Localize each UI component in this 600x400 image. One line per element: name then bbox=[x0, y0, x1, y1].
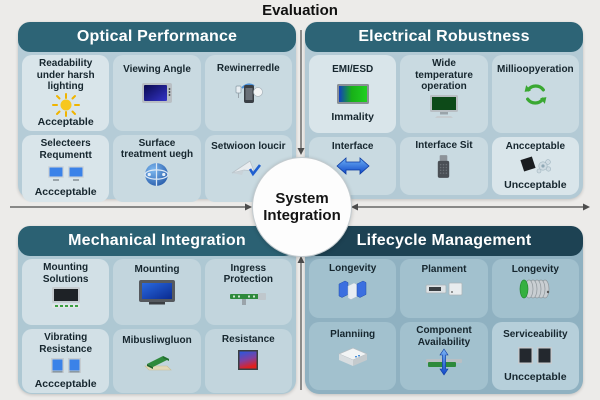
card-readability: Readability under harsh lighting Accepta… bbox=[22, 55, 110, 131]
card-surface-treatment: Surface treatment uegh bbox=[113, 134, 201, 202]
emi-screen-icon bbox=[335, 82, 371, 106]
card-title: Planment bbox=[421, 263, 467, 275]
card-title: Mibusliwgluon bbox=[122, 334, 192, 346]
card-resistance: Resistance bbox=[204, 329, 292, 393]
card-title: Planniing bbox=[330, 328, 376, 340]
card-title: EMI/ESD bbox=[332, 64, 374, 76]
card-grid: Readability under harsh lighting Accepta… bbox=[22, 55, 292, 202]
card-mounting: Mounting bbox=[113, 259, 201, 325]
card-planniing: Planniing bbox=[309, 322, 397, 390]
card-emi-esd: EMI/ESD Immality bbox=[309, 55, 397, 133]
card-grid: Longevity Planment Longevity Planniing C bbox=[309, 259, 579, 390]
card-longevity-1: Longevity bbox=[309, 259, 397, 318]
card-title: Mounting Solutions bbox=[42, 262, 89, 285]
card-title: Mounting bbox=[134, 264, 180, 276]
pcb-arrow-icon bbox=[424, 348, 464, 376]
system-integration-hub: System Integration bbox=[252, 157, 352, 257]
card-ingress-protection: Ingress Protection bbox=[204, 259, 292, 325]
card-mibusliwgluon: Mibusliwgluon bbox=[113, 329, 201, 393]
monitor-icon bbox=[139, 81, 175, 105]
card-status: Uncceptable bbox=[504, 371, 567, 384]
quadrant-electrical-robustness: Electrical Robustness EMI/ESD Immality W… bbox=[305, 22, 583, 199]
quadrant-header: Lifecycle Management bbox=[305, 226, 583, 256]
card-grid: Mounting Solutions Mounting Ingress Prot… bbox=[22, 259, 292, 393]
white-box-icon bbox=[335, 344, 371, 368]
card-title: Longevity bbox=[329, 263, 377, 275]
card-title: Viewing Angle bbox=[123, 63, 191, 75]
card-vibrating-resistance: Vibrating Resistance Accceptable bbox=[22, 329, 110, 393]
card-title: Selecteers Requmentt bbox=[39, 138, 92, 161]
diamond-gear-icon bbox=[517, 154, 553, 178]
card-title: Resistance bbox=[221, 334, 275, 346]
dual-monitors-icon bbox=[46, 162, 86, 186]
pcb-icon bbox=[228, 286, 268, 310]
card-component-availability: Component Availability bbox=[400, 322, 488, 390]
paper-plane-check-icon bbox=[230, 156, 266, 180]
card-title: Rewinerredle bbox=[216, 63, 280, 75]
blue-boxes-icon bbox=[335, 276, 371, 302]
recycle-icon bbox=[522, 81, 549, 108]
card-ancceptable: Ancceptable Uncceptable bbox=[491, 136, 579, 195]
quadrant-header: Mechanical Integration bbox=[18, 226, 296, 256]
card-rewinerredle: Rewinerredle bbox=[204, 55, 292, 131]
temperature-screen-icon bbox=[427, 93, 461, 119]
quadrant-mechanical-integration: Mechanical Integration Mounting Solution… bbox=[18, 226, 296, 394]
dual-squares-icon bbox=[48, 355, 84, 379]
card-viewing-angle: Viewing Angle bbox=[113, 55, 201, 131]
card-planment: Planment bbox=[400, 259, 488, 318]
card-grid: EMI/ESD Immality Wide temperature operat… bbox=[309, 55, 579, 195]
card-title: Wide temperature operation bbox=[415, 58, 473, 92]
card-title: Surface treatment uegh bbox=[120, 137, 194, 161]
card-title: Interface bbox=[331, 141, 374, 152]
hub-label: System Integration bbox=[263, 189, 341, 224]
gray-devices-icon bbox=[424, 277, 464, 301]
card-title: Setwioon loucir bbox=[211, 141, 286, 153]
card-title: Readability under harsh lighting bbox=[36, 58, 95, 92]
card-title: Ancceptable bbox=[505, 141, 566, 152]
card-selecteers: Selecteers Requmentt Accceptable bbox=[22, 134, 110, 202]
quadrant-lifecycle-management: Lifecycle Management Longevity Planment … bbox=[305, 226, 583, 394]
card-status: Immality bbox=[331, 111, 374, 124]
corrugated-tube-icon bbox=[517, 277, 553, 301]
card-status: Uncceptable bbox=[504, 178, 567, 191]
double-arrow-icon bbox=[335, 154, 371, 178]
card-title: Serviceability bbox=[503, 328, 568, 340]
green-module-icon bbox=[139, 349, 175, 373]
card-title: Interface Sit bbox=[415, 140, 473, 152]
card-title: Millioopyeration bbox=[496, 63, 574, 75]
card-millioopyeration: Millioopyeration bbox=[491, 55, 579, 133]
sun-icon bbox=[50, 92, 82, 117]
card-status: Accceptable bbox=[34, 378, 97, 390]
card-status: Accceptable bbox=[34, 185, 97, 198]
usb-stick-icon bbox=[434, 153, 453, 180]
card-title: Component Availability bbox=[416, 325, 472, 348]
page-title: Evaluation bbox=[262, 2, 338, 19]
tv-icon bbox=[137, 278, 177, 306]
card-title: Longevity bbox=[511, 263, 559, 275]
card-wide-temperature: Wide temperature operation bbox=[400, 55, 488, 133]
quadrant-optical-performance: Optical Performance Readability under ha… bbox=[18, 22, 296, 202]
card-mounting-solutions: Mounting Solutions bbox=[22, 259, 110, 325]
handheld-device-icon bbox=[232, 80, 264, 106]
monitor-connector-icon bbox=[48, 285, 84, 311]
card-serviceability: Serviceability Uncceptable bbox=[491, 322, 579, 390]
globe-icon bbox=[143, 161, 170, 188]
quadrant-header: Optical Performance bbox=[18, 22, 296, 52]
card-title: Vibrating Resistance bbox=[39, 332, 93, 355]
quadrant-header: Electrical Robustness bbox=[305, 22, 583, 52]
card-longevity-2: Longevity bbox=[491, 259, 579, 318]
card-interface-sit: Interface Sit bbox=[400, 136, 488, 195]
card-status: Acceptable bbox=[37, 115, 94, 128]
dark-squares-icon bbox=[515, 344, 555, 368]
card-title: Ingress Protection bbox=[223, 262, 274, 286]
gradient-square-icon bbox=[235, 348, 261, 374]
